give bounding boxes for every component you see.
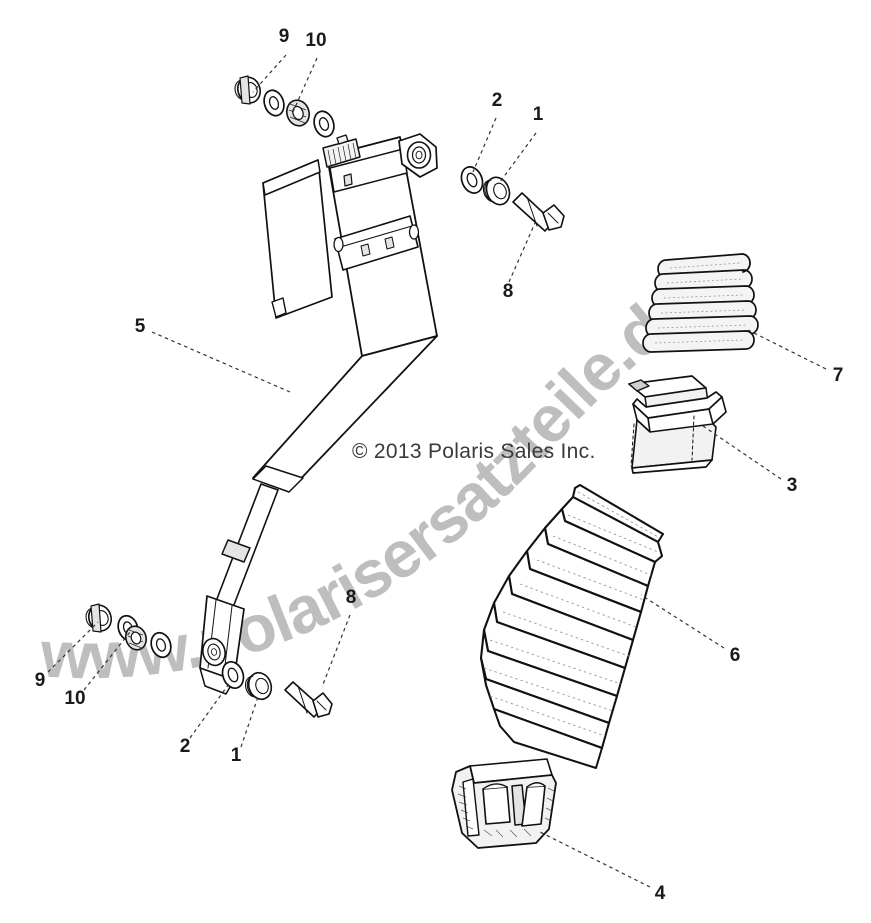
part-secondary-coil-spring bbox=[642, 253, 759, 353]
part-bushing-cap-bottom-b bbox=[124, 625, 148, 651]
callout-8-top: 8 bbox=[503, 281, 514, 302]
part-nut-1-top bbox=[482, 176, 511, 206]
callout-3: 3 bbox=[787, 475, 798, 496]
leader-lines bbox=[47, 54, 827, 888]
leader-10-bot bbox=[83, 631, 131, 691]
hardware-stack-top bbox=[234, 75, 335, 138]
fasteners-bottom bbox=[221, 661, 333, 718]
callout-8-bot: 8 bbox=[346, 587, 357, 608]
leader-1-top bbox=[499, 132, 537, 183]
part-washer-2-top bbox=[460, 166, 484, 194]
part-spring-retainer-cup bbox=[628, 375, 727, 474]
fasteners-top bbox=[460, 166, 565, 232]
part-bushing-cap-top-b bbox=[285, 99, 311, 127]
part-lower-spring-seat bbox=[451, 758, 557, 849]
callout-7: 7 bbox=[833, 365, 844, 386]
leader-3 bbox=[702, 425, 782, 480]
callout-10-bot: 10 bbox=[64, 688, 85, 709]
part-bushing-cap-bottom bbox=[85, 603, 113, 633]
part-washer-2-bottom bbox=[221, 661, 245, 689]
part-shock-absorber bbox=[199, 133, 438, 695]
leader-1-bot bbox=[240, 693, 260, 748]
callout-9-top: 9 bbox=[279, 26, 290, 47]
part-bolt-8-top bbox=[512, 192, 565, 232]
callout-2-bot: 2 bbox=[180, 736, 191, 757]
part-washer-top-a bbox=[263, 89, 285, 117]
part-bolt-8-bottom bbox=[284, 681, 333, 718]
leader-8-bot bbox=[321, 614, 351, 688]
callout-5: 5 bbox=[135, 316, 146, 337]
hardware-stack-bottom bbox=[85, 603, 172, 659]
callout-10-top: 10 bbox=[305, 30, 326, 51]
callout-9-bot: 9 bbox=[35, 670, 46, 691]
part-main-coil-spring bbox=[479, 483, 665, 769]
callout-1-bot: 1 bbox=[231, 745, 242, 766]
copyright-notice: © 2013 Polaris Sales Inc. bbox=[352, 440, 596, 463]
part-nut-1-bottom bbox=[244, 671, 273, 701]
callout-6: 6 bbox=[730, 645, 741, 666]
callout-4: 4 bbox=[655, 883, 666, 904]
leader-2-top bbox=[472, 117, 497, 173]
leader-6 bbox=[640, 594, 725, 649]
leader-9-bot bbox=[47, 621, 99, 673]
leader-9-top bbox=[252, 54, 287, 93]
part-washer-top-b bbox=[313, 110, 335, 138]
leader-2-bot bbox=[189, 680, 232, 739]
part-washer-bottom-b bbox=[150, 631, 172, 659]
leader-10-top bbox=[292, 57, 318, 113]
callout-2-top: 2 bbox=[492, 90, 503, 111]
part-bushing-cap-top bbox=[234, 75, 262, 105]
leader-7 bbox=[747, 329, 827, 370]
valve-knurl bbox=[327, 142, 357, 166]
callout-numbers: 9 10 2 1 8 5 7 3 6 8 9 10 2 1 4 bbox=[35, 26, 844, 904]
callout-1-top: 1 bbox=[533, 104, 544, 125]
